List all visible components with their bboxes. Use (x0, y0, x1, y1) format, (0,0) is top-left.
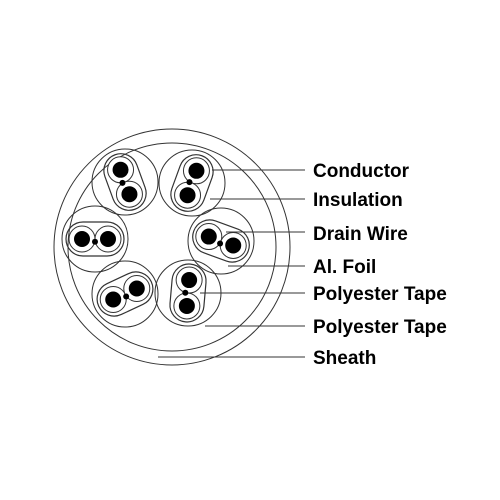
shielded-pairs (61, 148, 255, 328)
conductor-1 (181, 272, 198, 289)
label-insulation: Insulation (313, 190, 403, 211)
pair-al-foil (96, 271, 154, 317)
drain-wire (217, 240, 224, 247)
pair-polyester-tape (91, 148, 159, 216)
drain-wire (123, 293, 130, 300)
conductor-2 (121, 186, 138, 203)
conductor-1 (188, 162, 205, 179)
conductor-2 (178, 297, 195, 314)
conductor-2 (225, 237, 242, 254)
pair-al-foil (169, 263, 207, 323)
shielded-pair-3 (61, 205, 129, 273)
drain-wire (92, 238, 98, 245)
conductor-2 (179, 187, 196, 204)
conductor-2 (128, 280, 145, 297)
label-al-foil: Al. Foil (313, 257, 376, 278)
pair-al-foil (170, 154, 214, 212)
leader-lines (158, 169, 305, 358)
drain-wire (119, 179, 126, 186)
label-drain-wire: Drain Wire (313, 224, 408, 245)
shielded-pair-1 (91, 148, 159, 216)
pair-al-foil (65, 221, 125, 257)
pair-polyester-tape (91, 260, 159, 328)
sheath-outer-circle (53, 128, 291, 366)
shielded-pair-5 (91, 260, 159, 328)
label-conductor: Conductor (313, 161, 410, 182)
pair-polyester-tape (158, 149, 226, 217)
shielded-pair-4 (187, 207, 255, 275)
drain-wire (182, 289, 189, 296)
conductor-1 (105, 291, 122, 308)
shielded-pair-6 (154, 259, 222, 327)
label-polyester-tape-1: Polyester Tape (313, 284, 447, 305)
pair-al-foil (103, 153, 147, 211)
pair-polyester-tape (61, 205, 129, 273)
pair-al-foil (192, 219, 250, 263)
pair-polyester-tape (187, 207, 255, 275)
conductor-1 (112, 161, 129, 178)
conductor-1 (74, 231, 90, 247)
drain-wire (186, 179, 193, 186)
label-polyester-tape-2: Polyester Tape (313, 317, 447, 338)
label-sheath: Sheath (313, 348, 376, 369)
conductor-1 (200, 228, 217, 245)
conductor-2 (100, 231, 116, 247)
shielded-pair-2 (158, 149, 226, 217)
